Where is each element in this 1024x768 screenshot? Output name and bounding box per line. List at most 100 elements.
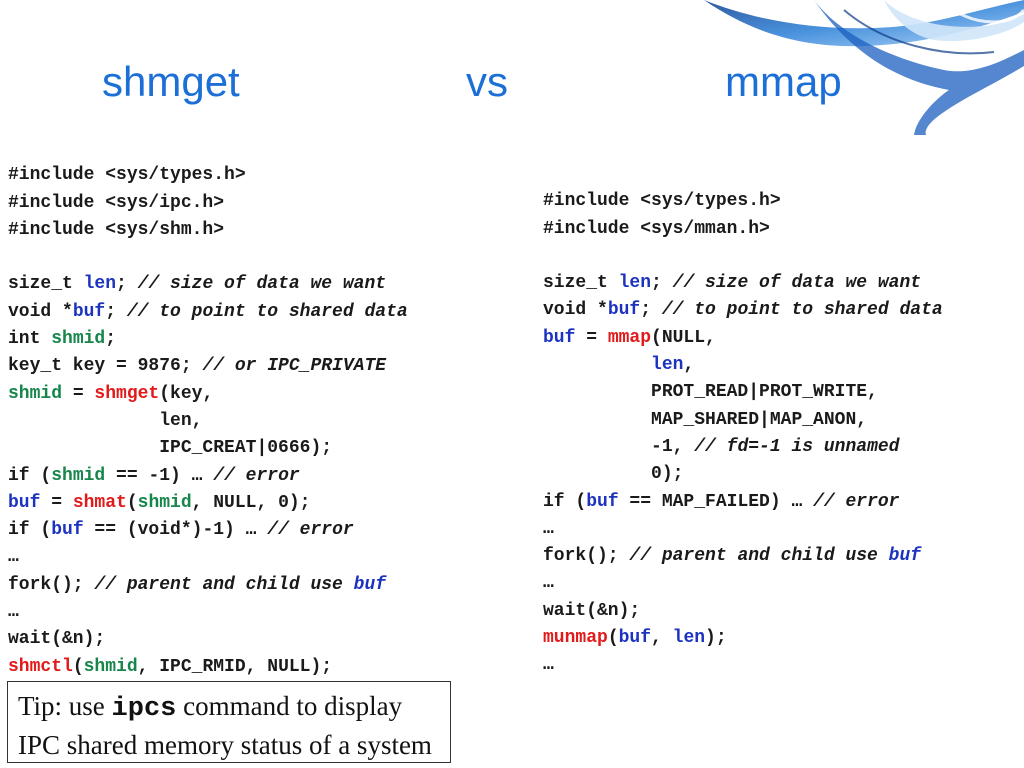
code-line: if (buf == (void*)-1) … // error xyxy=(8,517,408,544)
tip-line-1: Tip: use ipcs command to display xyxy=(18,688,450,727)
code-token: ( xyxy=(607,628,619,649)
code-token: ( xyxy=(126,492,138,513)
code-line: void *buf; // to point to shared data xyxy=(543,297,943,324)
function-token: shmctl xyxy=(8,656,73,677)
shmid-token: shmid xyxy=(8,383,63,404)
comment-token: // error xyxy=(267,520,354,541)
comment-token: // parent and child use xyxy=(94,574,354,595)
tip-line-2: IPC shared memory status of a system xyxy=(18,730,432,760)
code-line: MAP_SHARED|MAP_ANON, xyxy=(543,409,868,430)
tip-text: Tip: use xyxy=(18,691,112,721)
comment-token: // size of data we want xyxy=(137,274,387,295)
code-token: , xyxy=(651,628,673,649)
variable-token: buf xyxy=(353,574,387,595)
function-token: shmat xyxy=(72,492,127,513)
shmid-token: shmid xyxy=(51,329,106,350)
code-line: munmap(buf, len); xyxy=(543,625,943,652)
variable-token: buf xyxy=(888,546,922,567)
variable-token: len xyxy=(672,628,706,649)
shmget-code-block: #include <sys/types.h> #include <sys/ipc.… xyxy=(8,135,408,708)
code-line: … xyxy=(8,547,19,568)
code-token: ); xyxy=(705,628,727,649)
variable-token: buf xyxy=(72,301,106,322)
comment-token: // parent and child use xyxy=(629,546,889,567)
code-line: #include <sys/types.h> xyxy=(543,191,781,212)
code-token: void * xyxy=(8,301,73,322)
code-line: IPC_CREAT|0666); xyxy=(8,438,333,459)
code-line: PROT_READ|PROT_WRITE, xyxy=(543,382,878,403)
code-line: buf = mmap(NULL, xyxy=(543,325,943,352)
variable-token: buf xyxy=(607,300,641,321)
code-token: , NULL, 0); xyxy=(191,492,311,513)
variable-token: buf xyxy=(8,492,41,513)
code-line: shmid = shmget(key, xyxy=(8,381,408,408)
code-line: len, xyxy=(543,352,943,379)
mmap-code-block: #include <sys/types.h> #include <sys/mman… xyxy=(543,161,943,707)
code-token: if ( xyxy=(543,491,587,512)
comment-token: // fd=-1 is unnamed xyxy=(694,436,900,457)
code-line: size_t len; // size of data we want xyxy=(8,271,408,298)
code-line: int shmid; xyxy=(8,326,408,353)
code-line: void *buf; // to point to shared data xyxy=(8,299,408,326)
title-mmap: mmap xyxy=(725,58,842,105)
variable-token: len xyxy=(651,355,684,376)
code-token: size_t xyxy=(543,273,619,294)
variable-token: buf xyxy=(586,491,619,512)
code-line: #include <sys/ipc.h> xyxy=(8,192,225,213)
code-token: -1, xyxy=(543,436,695,457)
code-token: = xyxy=(40,492,73,513)
shmid-token: shmid xyxy=(83,656,138,677)
code-token: if ( xyxy=(8,465,52,486)
comment-token: // to point to shared data xyxy=(126,301,408,322)
code-line: key_t key = 9876; // or IPC_PRIVATE xyxy=(8,353,408,380)
code-token: ; xyxy=(105,329,117,350)
comment-token: // error xyxy=(213,465,300,486)
code-token: ; xyxy=(105,301,127,322)
variable-token: buf xyxy=(543,327,576,348)
code-token: == MAP_FAILED) … xyxy=(618,491,814,512)
code-token: , xyxy=(683,355,695,376)
shmid-token: shmid xyxy=(137,492,192,513)
code-token: size_t xyxy=(8,274,84,295)
variable-token: buf xyxy=(51,520,84,541)
title-vs: vs xyxy=(466,58,508,105)
code-token: (key, xyxy=(159,383,214,404)
comment-token: // to point to shared data xyxy=(661,300,943,321)
code-line: … xyxy=(543,573,554,594)
code-token: ( xyxy=(72,656,84,677)
code-token: = xyxy=(62,383,95,404)
code-token: key_t key = 9876; xyxy=(8,356,203,377)
smoke-swirl-decoration xyxy=(704,0,1024,135)
code-token: (NULL, xyxy=(651,327,716,348)
code-token: = xyxy=(575,327,608,348)
code-token: , IPC_RMID, NULL); xyxy=(137,656,333,677)
code-token: fork(); xyxy=(8,574,95,595)
code-line: … xyxy=(8,602,19,623)
code-token: int xyxy=(8,329,52,350)
code-line: wait(&n); xyxy=(543,600,641,621)
code-line: #include <sys/types.h> xyxy=(8,165,246,186)
code-token: ; xyxy=(651,273,673,294)
function-token: mmap xyxy=(607,327,652,348)
blank-line xyxy=(543,243,943,270)
comment-token: // error xyxy=(813,491,900,512)
code-line: fork(); // parent and child use buf xyxy=(8,572,408,599)
comment-token: // or IPC_PRIVATE xyxy=(202,356,387,377)
tip-text: command to display xyxy=(176,691,403,721)
variable-token: len xyxy=(83,274,117,295)
code-token: ; xyxy=(116,274,138,295)
code-line: -1, // fd=-1 is unnamed xyxy=(543,434,943,461)
function-token: shmget xyxy=(94,383,160,404)
code-line: if (buf == MAP_FAILED) … // error xyxy=(543,489,943,516)
variable-token: len xyxy=(618,273,652,294)
code-line: … xyxy=(543,518,554,539)
code-token: == (void*)-1) … xyxy=(83,520,268,541)
shmid-token: shmid xyxy=(51,465,106,486)
code-line: wait(&n); xyxy=(8,629,106,650)
code-line: #include <sys/shm.h> xyxy=(8,219,225,240)
code-line: buf = shmat(shmid, NULL, 0); xyxy=(8,490,408,517)
code-line: size_t len; // size of data we want xyxy=(543,270,943,297)
blank-line xyxy=(8,244,408,271)
code-line: #include <sys/mman.h> xyxy=(543,218,770,239)
code-token: fork(); xyxy=(543,546,630,567)
